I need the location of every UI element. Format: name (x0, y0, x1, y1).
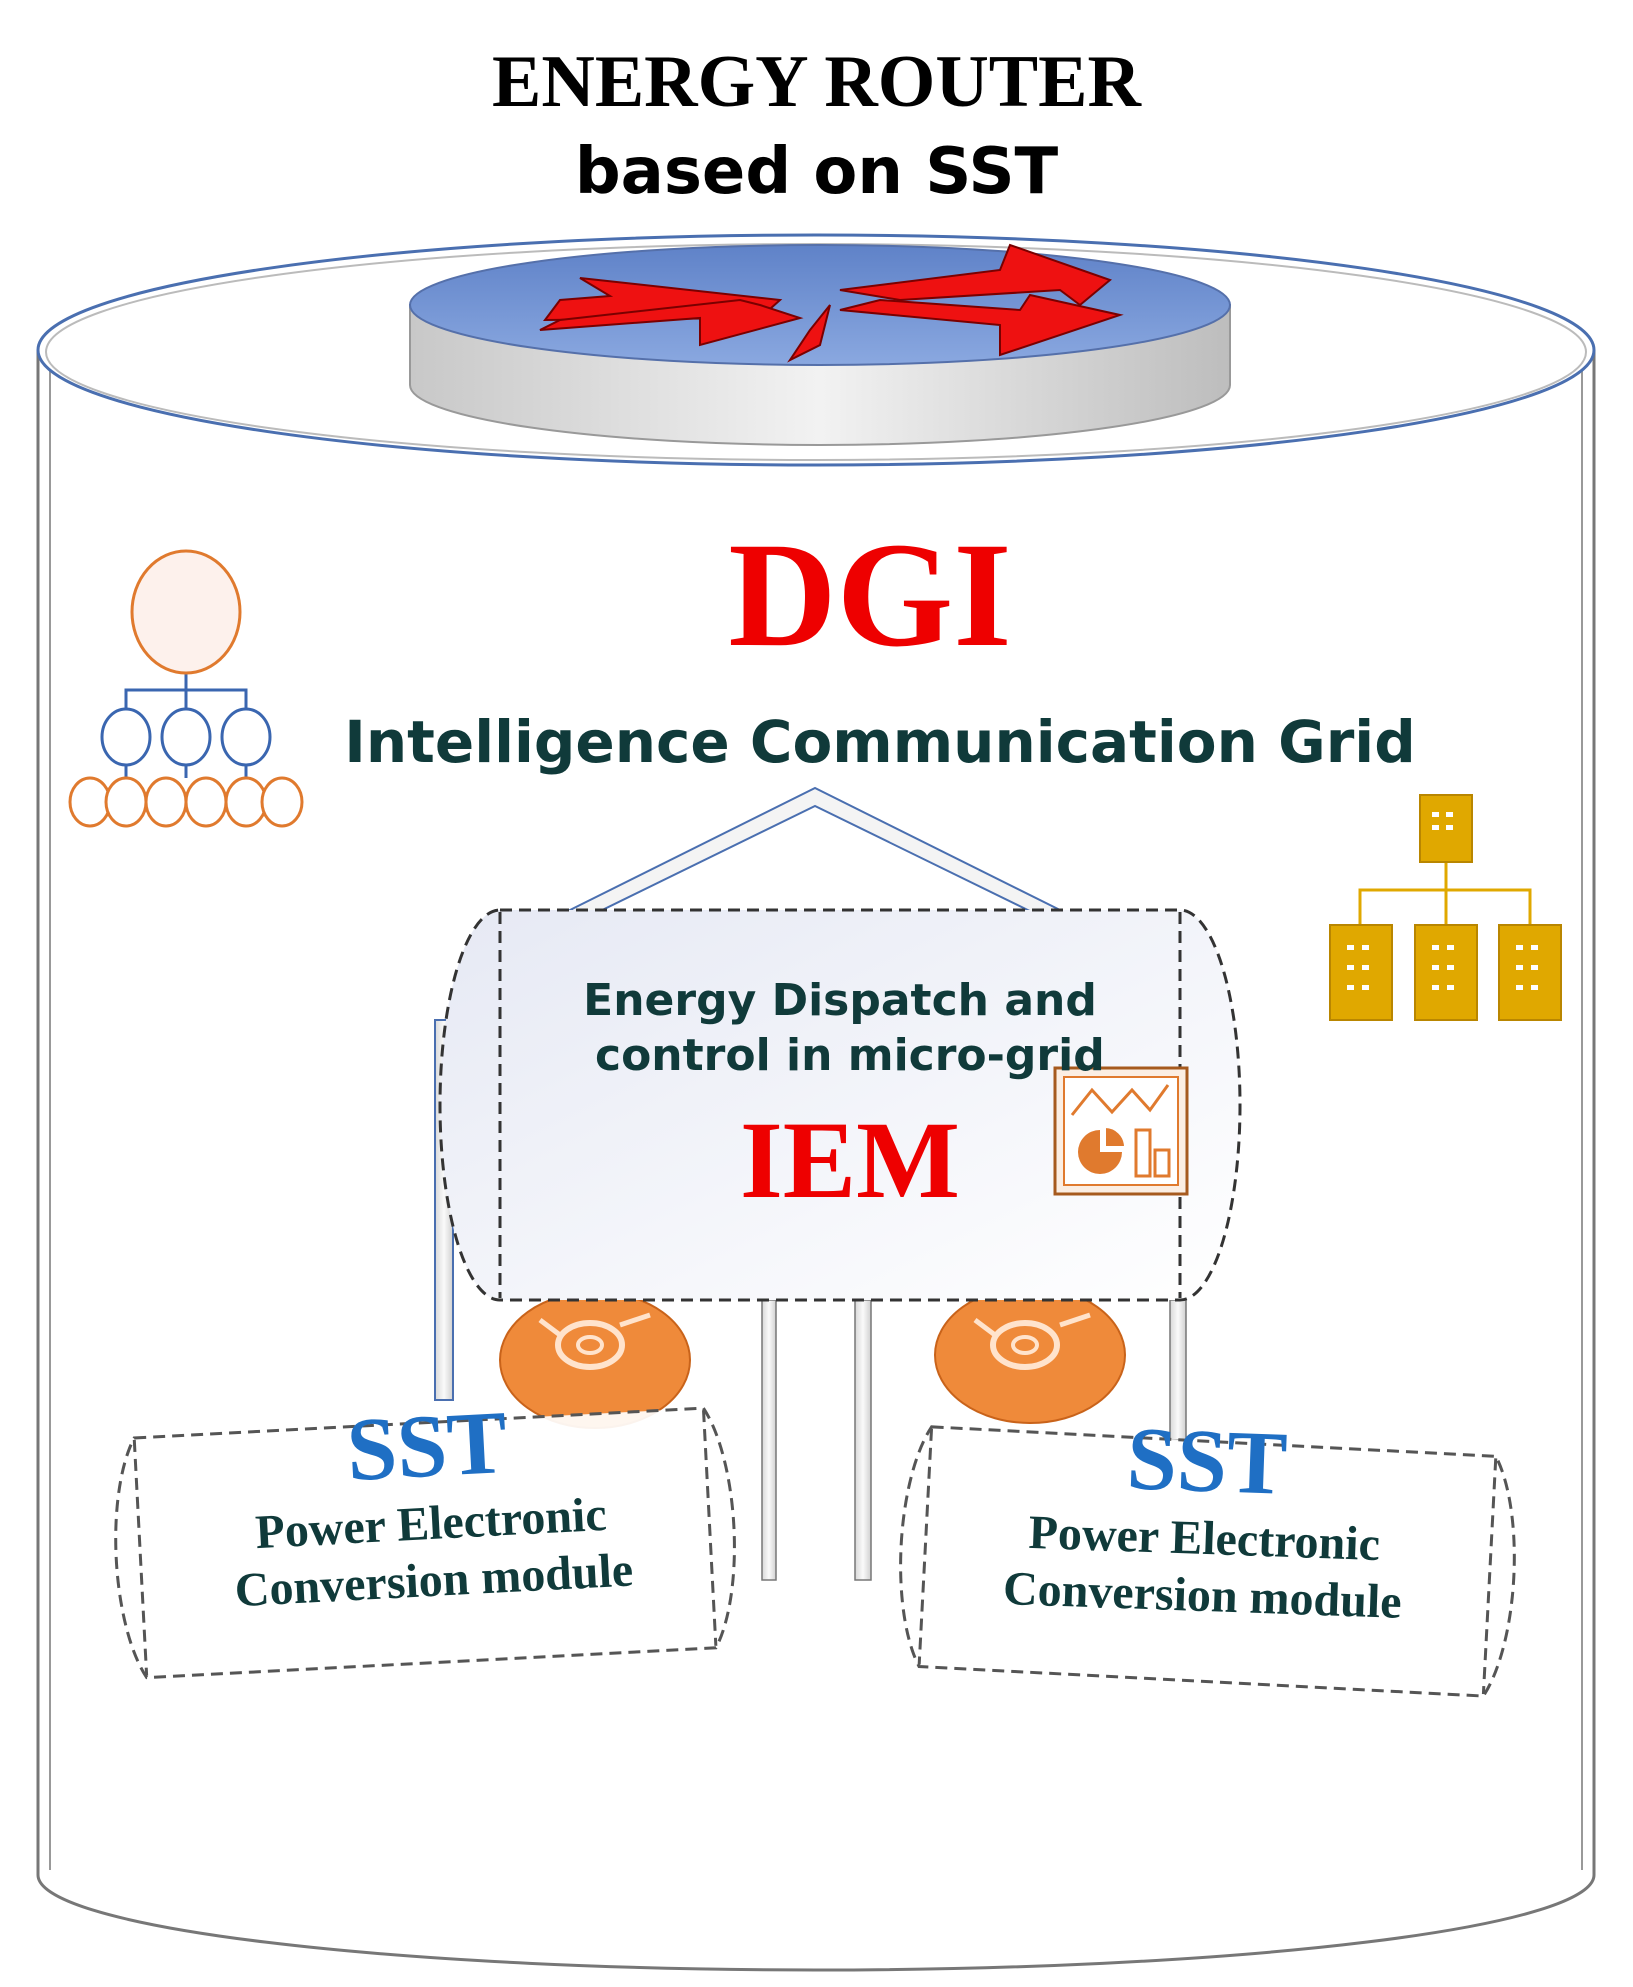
dgi-label: DGI (728, 512, 1012, 678)
router-arrows-icon (539, 243, 1124, 363)
dgi-subtitle: Intelligence Communication Grid (344, 708, 1416, 776)
iem-line1: Energy Dispatch and (583, 975, 1097, 1026)
sst-left-text: SST Power Electronic Conversion module (145, 1385, 715, 1624)
iem-box (438, 908, 1242, 1302)
dashboard-chart-icon (1053, 1066, 1189, 1196)
iem-line2: control in micro-grid (595, 1030, 1105, 1081)
title-line2: based on SST (574, 135, 1059, 209)
hierarchy-tree-icon (68, 549, 304, 828)
title-line1: ENERGY ROUTER (492, 41, 1141, 123)
sst-left-box (114, 1406, 736, 1680)
org-chart-icon (1329, 794, 1562, 1021)
gear-icon (934, 1286, 1126, 1424)
iem-label: IEM (740, 1099, 960, 1221)
sst-right-box (899, 1425, 1516, 1698)
sst-right-text: SST Power Electronic Conversion module (917, 1405, 1494, 1634)
